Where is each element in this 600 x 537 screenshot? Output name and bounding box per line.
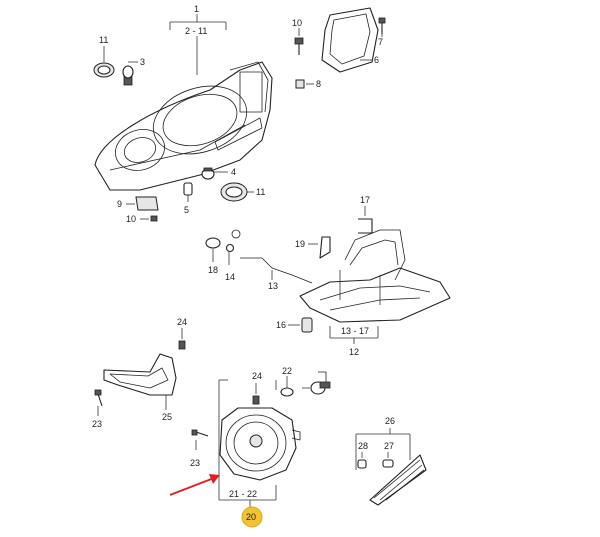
label-24-left: 24 <box>177 317 187 327</box>
part-10-top-bolt <box>294 28 304 55</box>
part-23-screw-right <box>191 429 209 450</box>
part-18-plug <box>205 237 221 262</box>
part-27-bulb <box>382 452 394 468</box>
label-8: 8 <box>316 79 321 89</box>
label-10-top: 10 <box>292 18 302 28</box>
label-22: 22 <box>282 366 292 376</box>
label-10-bottom: 10 <box>126 214 136 224</box>
part-24-clip-right <box>252 383 260 405</box>
label-12: 12 <box>349 347 359 357</box>
label-20: 20 <box>246 512 256 522</box>
label-23-left: 23 <box>92 419 102 429</box>
label-11-right: 11 <box>256 187 265 197</box>
label-27: 27 <box>384 441 394 451</box>
label-11-top: 11 <box>99 35 108 45</box>
part-11-grommet <box>93 46 115 78</box>
label-23-right: 23 <box>190 458 200 468</box>
label-7: 7 <box>378 37 383 47</box>
part-9-cap <box>126 196 159 211</box>
part-7-screw <box>378 17 386 37</box>
part-21-bulb <box>302 371 331 395</box>
part-20-fog-light <box>219 407 301 481</box>
part-6-cover <box>321 7 379 73</box>
part-28-socket <box>357 452 367 469</box>
label-16: 16 <box>276 320 286 330</box>
label-2-11: 2 - 11 <box>185 26 207 36</box>
label-20-badge: 20 <box>241 506 263 528</box>
part-5-bulb <box>183 182 193 202</box>
part-16-bushing <box>288 317 313 333</box>
label-13-17: 13 - 17 <box>341 326 369 336</box>
part-13-rod <box>240 257 313 284</box>
bracket-26 <box>355 428 411 470</box>
label-28: 28 <box>358 441 368 451</box>
part-22-screw <box>280 376 294 397</box>
label-13: 13 <box>268 281 278 291</box>
label-18: 18 <box>208 265 218 275</box>
part-14-washer <box>225 229 241 265</box>
part-25-bracket <box>103 353 177 410</box>
label-1: 1 <box>194 4 199 14</box>
part-11-grommet-right <box>220 182 254 202</box>
label-25: 25 <box>162 412 172 422</box>
bracket-20 <box>218 379 277 508</box>
part-23-screw-left <box>94 389 103 416</box>
label-26: 26 <box>385 416 395 426</box>
part-4-socket <box>201 167 228 180</box>
headlight-assembly <box>94 61 273 191</box>
part-8-clip <box>295 79 314 89</box>
label-6: 6 <box>374 55 379 65</box>
part-17-clip <box>358 206 373 234</box>
part-24-clip-left <box>178 328 186 350</box>
label-21-22: 21 - 22 <box>229 489 257 499</box>
label-17: 17 <box>360 195 370 205</box>
label-3: 3 <box>140 57 145 67</box>
label-19: 19 <box>295 239 305 249</box>
label-24-right: 24 <box>252 371 262 381</box>
part-19-spring <box>308 236 331 259</box>
red-arrow-icon <box>169 474 220 496</box>
label-5: 5 <box>184 205 189 215</box>
label-4: 4 <box>231 167 236 177</box>
part-26-side-marker <box>369 454 427 506</box>
part-12-bracket <box>299 229 451 323</box>
part-10-bottom-bolt <box>140 215 158 222</box>
bracket-12 <box>329 326 379 344</box>
label-14: 14 <box>225 272 235 282</box>
label-9: 9 <box>117 199 122 209</box>
part-3-bulb <box>122 61 138 86</box>
bracket-1 <box>169 14 227 75</box>
